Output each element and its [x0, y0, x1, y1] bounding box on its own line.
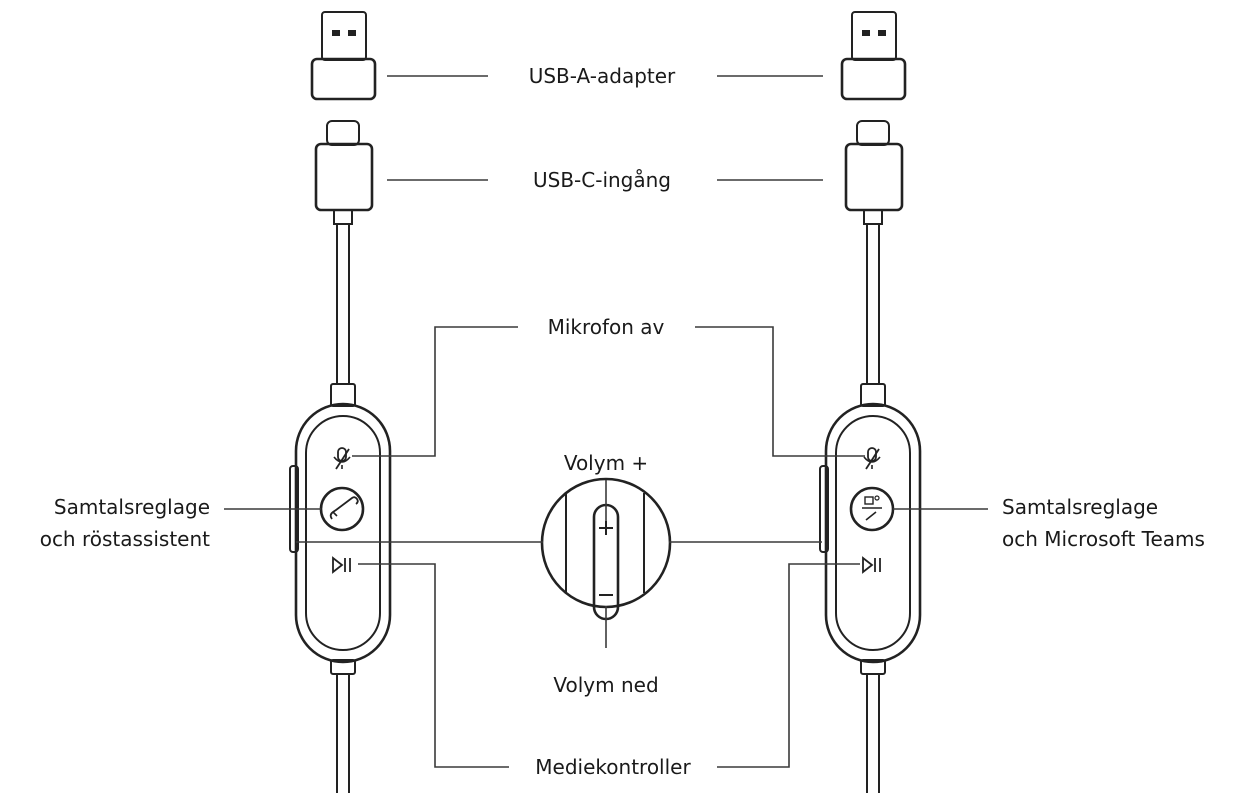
leader-lines: [224, 75, 988, 768]
label-call-left-line1: Samtalsreglage: [54, 495, 210, 519]
play-pause-icon[interactable]: [332, 556, 351, 574]
teams-call-icon: [862, 495, 882, 521]
right-cable-assembly: [819, 11, 922, 793]
left-inline-remote: [289, 402, 392, 664]
mic-mute-icon[interactable]: [863, 447, 881, 470]
call-button[interactable]: [319, 486, 365, 532]
label-call-right-line1: Samtalsreglage: [1002, 495, 1158, 519]
left-usb-c-plug: [314, 120, 374, 225]
mic-mute-icon[interactable]: [333, 447, 351, 470]
label-volume-up: Volym +: [564, 451, 648, 475]
label-usb-a-adapter: USB-A-adapter: [529, 64, 676, 88]
plus-icon[interactable]: [599, 521, 613, 535]
teams-call-button[interactable]: [849, 486, 895, 532]
right-usb-c-plug: [844, 120, 904, 225]
labels: USB-A-adapter USB-C-ingång Mikrofon av V…: [40, 64, 1205, 779]
label-call-right-line2: och Microsoft Teams: [1002, 527, 1205, 551]
label-media-controls: Mediekontroller: [535, 755, 691, 779]
label-call-left-line2: och röstassistent: [40, 527, 210, 551]
label-volume-down: Volym ned: [553, 673, 658, 697]
right-inline-remote: [819, 402, 922, 664]
right-usb-a-adapter: [840, 11, 907, 101]
play-pause-icon[interactable]: [862, 556, 881, 574]
left-cable-assembly: [289, 11, 392, 793]
label-usb-c-input: USB-C-ingång: [533, 168, 671, 192]
label-mic-mute: Mikrofon av: [548, 315, 665, 339]
phone-handset-icon: [329, 496, 359, 520]
left-usb-a-adapter: [310, 11, 377, 101]
